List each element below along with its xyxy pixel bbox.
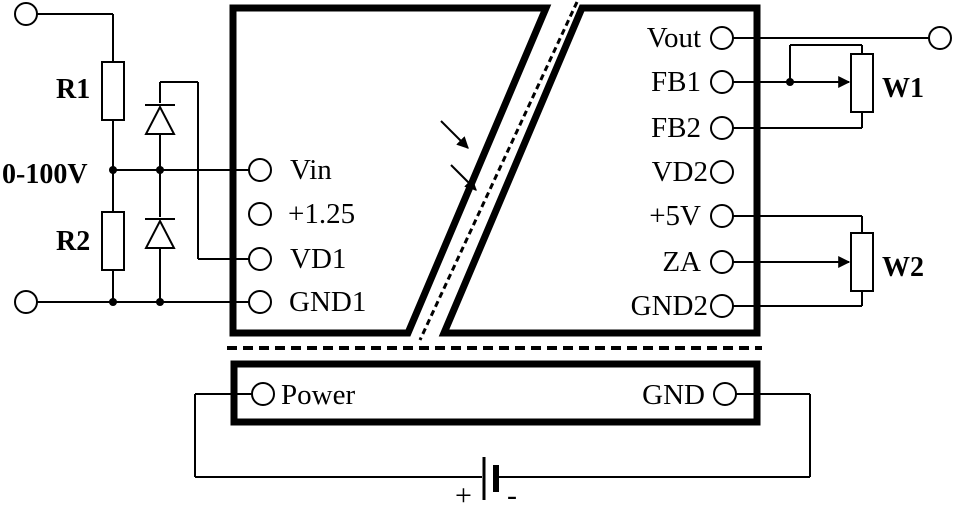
battery-plus-label: +	[455, 479, 472, 511]
input-voltage-label: 0-100V	[2, 159, 88, 190]
input-wiring	[37, 13, 249, 303]
potentiometer-w1	[850, 53, 874, 113]
pin-ref-terminal	[248, 202, 272, 226]
w2-label: W2	[882, 252, 924, 283]
output-wiring	[733, 37, 929, 307]
diode-lower	[144, 218, 176, 249]
pin-vd2-label: VD2	[652, 156, 708, 188]
r2-label: R2	[56, 226, 90, 257]
pin-vd2-terminal	[710, 160, 734, 184]
pin-gnd1-terminal	[248, 290, 272, 314]
pin-fb2-terminal	[710, 116, 734, 140]
pin-plus5v-terminal	[710, 204, 734, 228]
isolation-barrier-dashed	[418, 1, 579, 341]
r1-label: R1	[56, 74, 90, 105]
input-terminal-top	[14, 2, 38, 26]
pin-gnd-terminal	[713, 382, 737, 406]
pin-gnd-label: GND	[642, 379, 705, 411]
pin-vin-terminal	[248, 158, 272, 182]
pin-ref-label: +1.25	[288, 198, 355, 230]
pin-vd1-label: VD1	[290, 243, 346, 275]
battery-wiring	[194, 393, 811, 478]
optical-arrow-1	[440, 120, 469, 149]
pin-gnd2-terminal	[710, 294, 734, 318]
optical-arrow-2	[450, 164, 477, 191]
pin-za-terminal	[710, 250, 734, 274]
junction-dot	[156, 166, 164, 174]
pin-power-terminal	[251, 382, 275, 406]
pin-gnd1-label: GND1	[289, 286, 366, 318]
pin-plus5v-label: +5V	[649, 200, 701, 232]
resistor-r2	[101, 211, 125, 271]
junction-dot	[109, 298, 117, 306]
diode-upper	[144, 104, 176, 135]
battery-minus-label: -	[507, 479, 517, 511]
module-input-half	[229, 4, 552, 337]
module-output-half	[438, 4, 761, 337]
junction-dot	[109, 166, 117, 174]
pin-vout-label: Vout	[647, 22, 701, 54]
pin-za-label: ZA	[662, 246, 701, 278]
junction-dot	[156, 298, 164, 306]
pin-power-label: Power	[281, 379, 355, 411]
input-terminal-bottom	[14, 290, 38, 314]
pin-gnd2-label: GND2	[631, 290, 708, 322]
pin-vd1-terminal	[248, 247, 272, 271]
battery-symbol	[482, 457, 499, 500]
pin-fb1-terminal	[710, 70, 734, 94]
pin-fb1-label: FB1	[651, 66, 701, 98]
resistor-r1	[101, 61, 125, 121]
pin-fb2-label: FB2	[651, 112, 701, 144]
pin-vin-label: Vin	[290, 154, 332, 186]
w1-label: W1	[882, 73, 924, 104]
potentiometer-w2	[850, 232, 874, 292]
pin-vout-terminal	[710, 26, 734, 50]
output-terminal	[928, 26, 952, 50]
